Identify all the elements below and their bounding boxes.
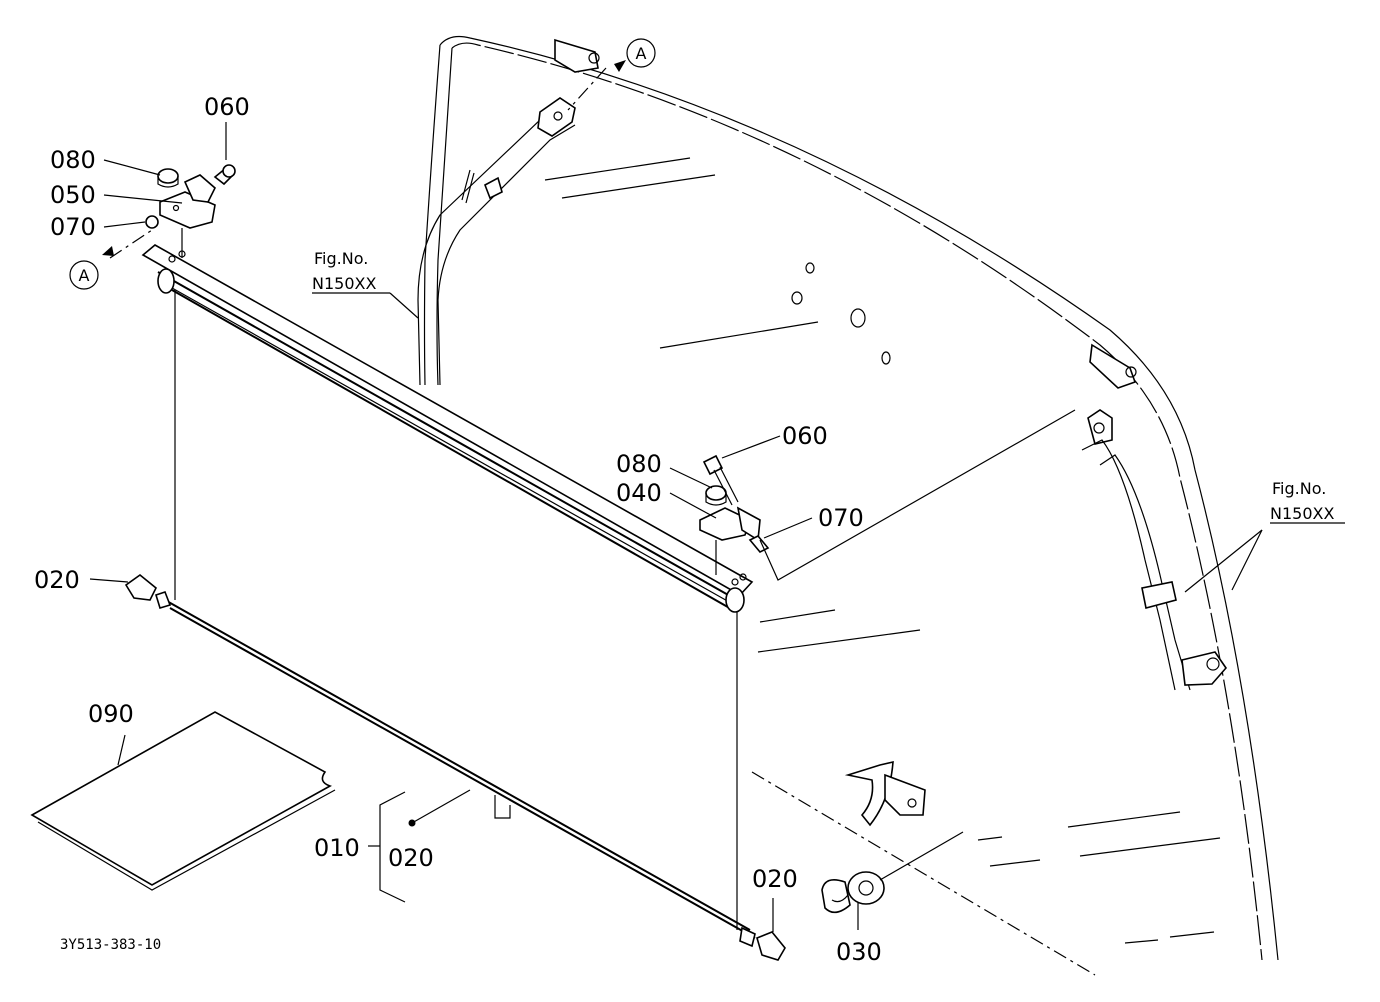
bracket-050 [145,164,236,258]
fig-ref-left-label: Fig.No. [314,249,368,268]
label-060-top: 060 [204,93,250,121]
label-010: 010 [314,834,360,862]
fig-ref-right-number: N150XX [1270,504,1334,523]
connector-a-top: A [626,38,656,68]
phantom-lines [109,67,1096,976]
group-bracket-010 [368,791,416,903]
glass-holes [791,262,891,365]
end-cap-left [124,573,172,609]
label-090: 090 [88,700,134,728]
label-040: 040 [616,479,662,507]
hook-030 [821,871,885,914]
front-pillar [417,38,600,386]
label-020-group: 020 [388,844,434,872]
label-080-mid: 080 [616,450,662,478]
label-060-mid: 060 [782,422,828,450]
glass-reflections [544,157,1221,944]
roller-blind [141,244,756,948]
arrow-heads [102,60,626,256]
connector-a-left: A [69,260,99,290]
label-020-right: 020 [752,865,798,893]
label-070-mid: 070 [818,504,864,532]
label-030: 030 [836,938,882,966]
connector-a-top-letter: A [636,44,647,63]
instruction-sheet [30,711,336,891]
end-cap-right [756,931,786,961]
fig-ref-left-number: N150XX [312,274,376,293]
rear-pillar [1081,343,1228,691]
label-050: 050 [50,181,96,209]
label-070-top: 070 [50,213,96,241]
label-080-top: 080 [50,146,96,174]
drawing-number: 3Y513-383-10 [60,937,161,953]
connector-a-left-letter: A [79,266,90,285]
hook-upper [844,760,926,827]
reference-lines [759,409,1263,881]
cab-window-frame [423,35,1279,961]
label-020-left: 020 [34,566,80,594]
fig-ref-right-label: Fig.No. [1272,479,1326,498]
leader-lines [89,122,1345,932]
